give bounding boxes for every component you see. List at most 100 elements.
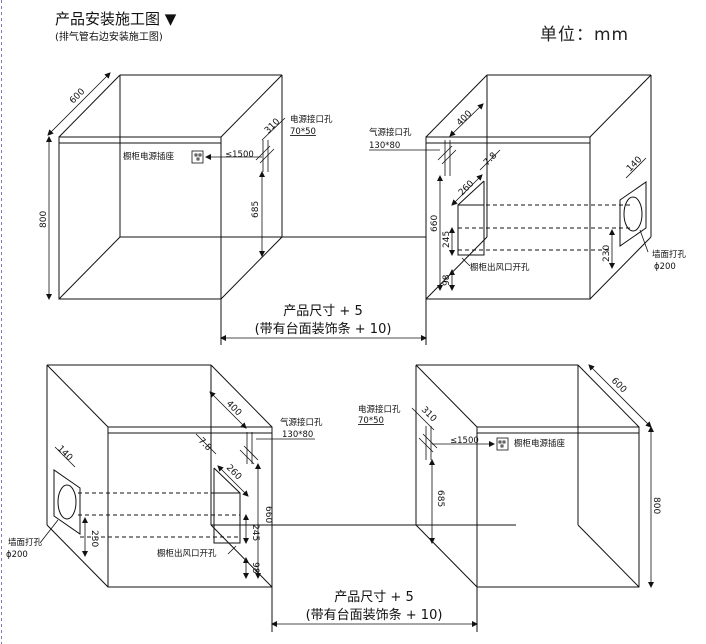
countertop-size-label: (带有台面装饰条 + 10)	[255, 321, 392, 337]
cabinet-edge	[589, 74, 652, 138]
top-figure: 600 800 橱柜电源插座 ≤1500 310 电源接口孔 70*	[39, 72, 687, 345]
cabinet-outlet-hole	[213, 492, 241, 544]
cabinet-floor-edge	[589, 236, 652, 300]
power-hole-label: 电源接口孔	[358, 404, 401, 415]
socket-pin	[498, 440, 502, 444]
cabinet-edge	[220, 74, 283, 138]
dim-depth-text: 600	[68, 87, 87, 106]
dim-line-400	[449, 103, 484, 137]
dim-depth-text: 600	[609, 376, 628, 395]
cabinet-front-face	[58, 136, 222, 300]
outlet-label: 橱柜出风口开孔	[470, 262, 530, 273]
wall-hole-size: ϕ200	[6, 550, 28, 560]
socket-label: 橱柜电源插座	[514, 438, 566, 449]
bottom-right-cabinet: 600 800 橱柜电源插座 ≤1500 310 电源接口孔 70*50	[358, 364, 661, 588]
cabinet-edge	[58, 74, 121, 138]
cabinet-edge	[415, 364, 478, 428]
wall-hole-frame	[619, 181, 647, 247]
dim-line-310	[411, 407, 435, 431]
countertop-size-label: (带有台面装饰条 + 10)	[306, 607, 443, 623]
wall-hole-leader	[39, 519, 59, 544]
wall-hole-circle	[57, 484, 77, 520]
gas-hole-size: 130*80	[369, 141, 400, 151]
socket-pin	[196, 157, 200, 161]
dim-1500-text: ≤1500	[450, 436, 479, 446]
dim-260-text: 260	[224, 463, 243, 482]
dim-310-text: 310	[419, 405, 438, 424]
cabinet-floor-edge	[46, 524, 109, 588]
cabinet-floor-edge	[415, 524, 478, 588]
wall-hole-circle	[623, 196, 643, 232]
gas-hole-size: 130*80	[282, 430, 313, 440]
dim-685-text: 685	[435, 490, 445, 507]
cabinet-floor-edge	[58, 236, 121, 300]
cabinet-edge	[210, 364, 273, 428]
cabinet-front-face	[107, 426, 273, 588]
dim-line-400	[209, 391, 247, 429]
dim-line-78	[479, 149, 501, 171]
dim-245-text: 245	[442, 231, 452, 248]
product-size-label: 产品尺寸 + 5	[334, 590, 413, 605]
wall-hole-label: 墙面打孔	[652, 249, 687, 260]
top-right-cabinet: 气源接口孔 130*80 400 7.8 260 660 245 98 140 …	[369, 74, 687, 300]
dim-230-text: 230	[602, 245, 612, 262]
socket-icon	[496, 437, 509, 451]
dim-230-text: 230	[89, 530, 99, 547]
dim-line-260	[217, 465, 249, 497]
dim-98-text: 98	[442, 274, 452, 286]
socket-pin	[194, 153, 198, 157]
dim-310-text: 310	[263, 117, 282, 136]
cabinet-floor-edge	[577, 524, 640, 588]
outlet-leader	[227, 545, 237, 555]
cabinet-floor-edge	[425, 236, 488, 300]
dim-1500-text: ≤1500	[225, 150, 254, 160]
bottom-left-cabinet: 气源接口孔 130*80 400 7.8 260 660 245 98 140 …	[6, 364, 516, 588]
bottom-figure: 气源接口孔 130*80 400 7.8 260 660 245 98 140 …	[6, 364, 661, 632]
dim-260-text: 260	[457, 179, 476, 198]
unit-label: 单位：mm	[540, 25, 630, 45]
product-size-label: 产品尺寸 + 5	[283, 304, 362, 319]
dim-height-text: 800	[651, 497, 661, 514]
dim-line-depth	[588, 364, 652, 428]
wall-hole-frame	[53, 469, 81, 535]
dim-line-140	[625, 157, 647, 179]
dim-line-78	[195, 433, 217, 455]
wall-hole-leader	[639, 229, 649, 253]
dim-height-text: 800	[39, 211, 49, 228]
dim-140-text: 140	[55, 444, 74, 463]
wall-hole-label: 墙面打孔	[8, 537, 43, 548]
gas-hole-mark	[243, 445, 259, 461]
dim-140-text: 140	[625, 155, 644, 174]
gas-hole-mark	[441, 149, 457, 165]
cabinet-outlet-hole	[457, 204, 485, 256]
socket-pin	[500, 444, 504, 448]
page-subtitle: (排气管右边安装施工图)	[55, 32, 163, 43]
cabinet-edge	[577, 364, 640, 428]
cabinet-front-face	[476, 426, 640, 588]
power-hole-label: 电源接口孔	[290, 114, 333, 125]
dim-400-text: 400	[455, 109, 474, 128]
wall-hole-size: ϕ200	[654, 262, 676, 272]
dim-line-140	[54, 446, 76, 468]
gas-hole-label: 气源接口孔	[280, 417, 323, 428]
dim-line-310	[261, 117, 286, 141]
dim-685-text: 685	[251, 201, 261, 218]
cabinet-front-face	[425, 136, 591, 300]
socket-pin	[198, 153, 202, 157]
gas-hole-label: 气源接口孔	[369, 127, 412, 138]
dim-660-text: 660	[430, 215, 440, 232]
page-title: 产品安装施工图 ▼	[55, 10, 177, 28]
dim-660-text: 660	[263, 506, 273, 523]
dim-98-text: 98	[250, 562, 260, 574]
cabinet-edge	[46, 364, 109, 428]
power-hole-mark	[422, 433, 438, 449]
socket-pin	[502, 440, 506, 444]
page-border-dashed	[1, 0, 2, 644]
outlet-label: 橱柜出风口开孔	[157, 548, 217, 559]
socket-label: 橱柜电源插座	[123, 151, 175, 162]
cabinet-edge	[425, 74, 488, 138]
dim-400-text: 400	[224, 399, 243, 418]
top-left-cabinet: 600 800 橱柜电源插座 ≤1500 310 电源接口孔 70*	[39, 72, 426, 300]
dim-line-260	[451, 174, 483, 206]
